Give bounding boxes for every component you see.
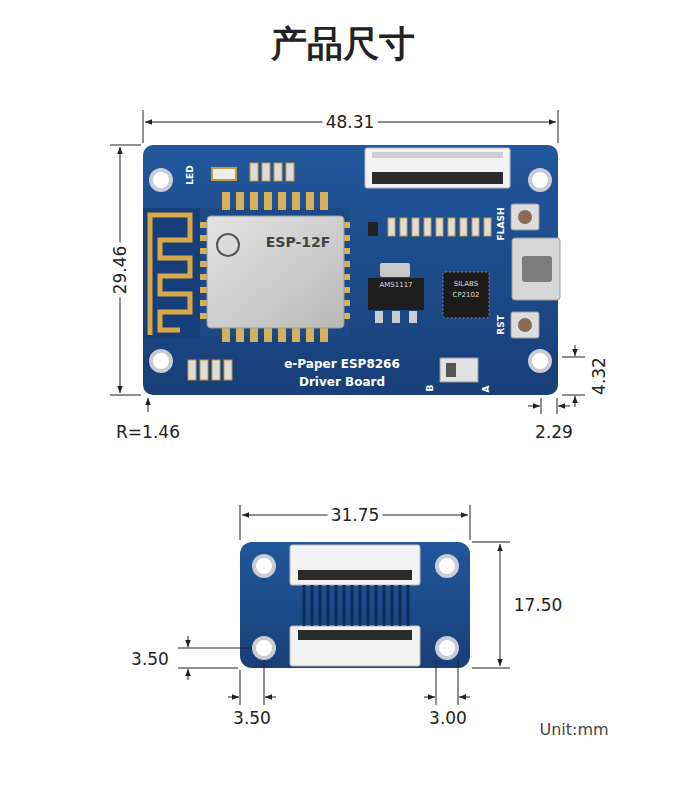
chip-marking: AMS1117 — [379, 282, 412, 290]
silkscreen-label: LED — [186, 165, 196, 184]
chip-marking: SILABS — [454, 281, 478, 289]
dimension-value: 4.32 — [590, 357, 609, 395]
dimension-value: 3.00 — [429, 709, 467, 728]
silkscreen-label: FLASH — [497, 208, 507, 241]
dimension-value: 29.46 — [111, 243, 130, 298]
dimension-value: 17.50 — [514, 596, 563, 615]
silkscreen-label: RST — [497, 315, 507, 335]
page-title: 产品尺寸 — [271, 24, 415, 64]
chip-marking: CP2102 — [453, 292, 480, 300]
board-name: e-Paper ESP8266 — [284, 358, 400, 371]
dimension-lines — [178, 505, 510, 705]
dimension-lines — [110, 110, 585, 414]
unit-note: Unit:mm — [539, 721, 608, 739]
dimension-value: 3.50 — [233, 709, 271, 728]
svg-text:​: ​ — [223, 239, 224, 253]
silkscreen-label: A — [482, 386, 492, 393]
dimension-value: R=1.46 — [116, 423, 180, 442]
dimension-value: 2.29 — [535, 423, 573, 442]
driver-board: ​ — [143, 145, 560, 395]
board-name: Driver Board — [299, 376, 385, 389]
dimension-value: 48.31 — [323, 113, 378, 132]
dimension-value: 31.75 — [328, 506, 383, 525]
adapter-board — [240, 542, 470, 668]
silkscreen-label: B — [426, 385, 436, 392]
dimension-value: 3.50 — [131, 650, 169, 669]
module-marking: ESP-12F — [266, 235, 331, 250]
